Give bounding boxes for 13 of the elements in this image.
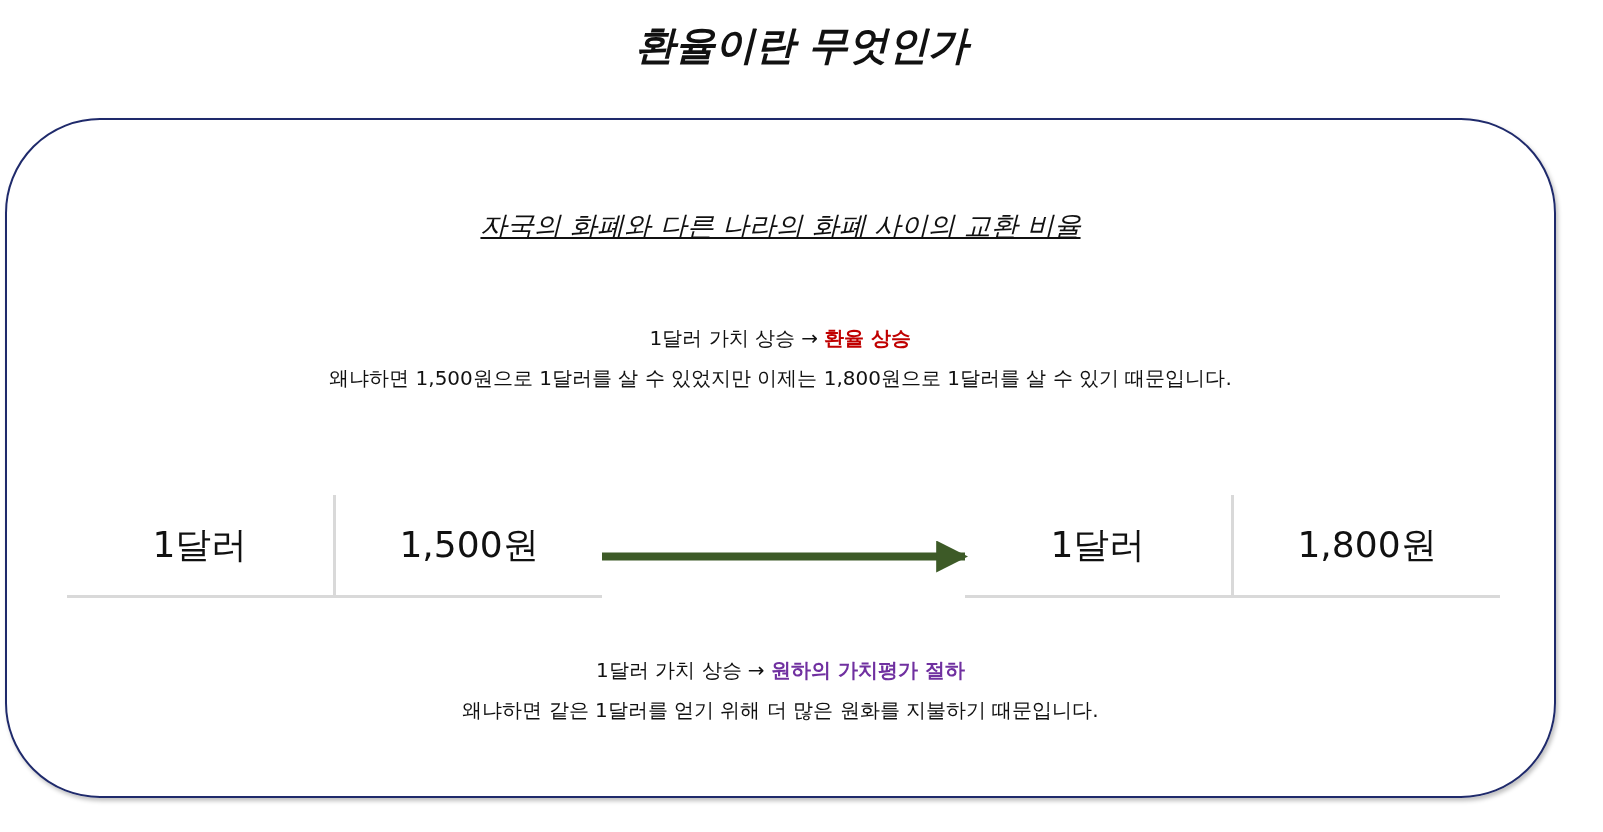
amount-text: 1,500원 [399, 522, 539, 567]
value-table [67, 495, 602, 598]
description-text: 1달러 가치 상승 → 환율 상승 [648, 325, 913, 352]
description-text: 왜냐하면 1,500원으로 1달러를 살 수 있었지만 이제는 1,800원으로 1달러를 살 수 있기 때문입니다. [328, 365, 1233, 392]
description-text: 왜냐하면 같은 1달러를 얻기 위해 더 많은 원화를 지불하기 때문입니다. [461, 697, 1100, 724]
rounded-panel [5, 118, 1556, 798]
amount-text: 1달러 [1050, 522, 1146, 567]
title-text: 환율이란 무엇인가 [0, 18, 1603, 73]
amount-text: 1달러 [152, 522, 248, 567]
amount-text: 1,800원 [1297, 522, 1437, 567]
description-text: 1달러 가치 상승 → 원하의 가치평가 절하 [595, 657, 966, 684]
value-table [965, 495, 1500, 598]
heading-text: 자국의 화폐와 다른 나라의 화폐 사이의 교환 비율 [479, 209, 1082, 243]
